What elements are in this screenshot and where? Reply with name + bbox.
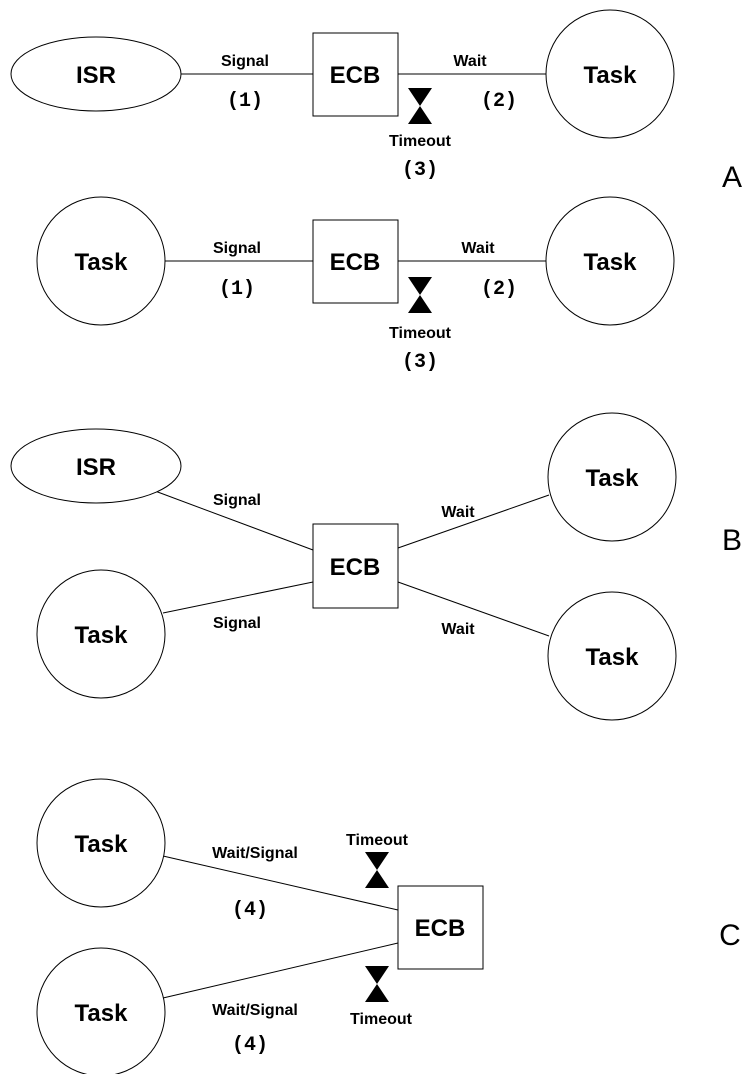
task-node-source-label: Task [75, 249, 129, 276]
timeout-step: (3) [402, 351, 438, 374]
task-node-top [36, 778, 166, 908]
hourglass-icon [408, 88, 432, 124]
ecb-node [397, 885, 484, 970]
task-node-right-top-label: Task [586, 465, 640, 492]
signal-label: Signal [213, 240, 261, 257]
task-node-top-label: Task [75, 831, 129, 858]
ecb-node [312, 523, 399, 609]
task-node-right-bottom [547, 591, 677, 721]
signal-top-label: Signal [213, 492, 261, 509]
section-c: Task Task ECB Wait/Signal (4) Wait/Signa… [36, 778, 741, 1074]
hourglass-bottom-icon [365, 966, 389, 1002]
task-node-bottom-label: Task [75, 1000, 129, 1027]
ecb-node [312, 219, 399, 304]
wait-signal-bottom-label: Wait/Signal [212, 1002, 298, 1019]
wait-signal-bottom-edge [162, 942, 399, 999]
section-a-row2: Task ECB Task Signal (1) Wait (2) Timeou… [36, 196, 675, 374]
ecb-node-label: ECB [330, 554, 381, 581]
signal-label: Signal [221, 53, 269, 70]
wait-step: (2) [481, 90, 517, 113]
section-c-label: C [719, 919, 741, 952]
isr-signal-edge [154, 490, 314, 551]
isr-node-label: ISR [76, 62, 116, 89]
section-b-label: B [722, 524, 742, 557]
wait-label: Wait [453, 53, 487, 70]
section-b: ISR Task ECB Task Task Signal Signal Wai… [10, 412, 742, 721]
task-signal-edge [162, 581, 314, 614]
section-a-row1: ISR ECB Task Signal (1) Wait (2) Timeout… [10, 9, 675, 182]
wait-signal-top-edge [162, 855, 399, 911]
signal-step: (1) [227, 90, 263, 113]
wait-bottom-edge [397, 581, 550, 637]
isr-node [10, 428, 182, 504]
signal-step: (1) [219, 278, 255, 301]
wait-bottom-label: Wait [441, 621, 475, 638]
ecb-node [312, 32, 399, 117]
ecb-node-label: ECB [415, 915, 466, 942]
task-node-right-top [547, 412, 677, 542]
isr-node-label: ISR [76, 454, 116, 481]
hourglass-top-icon [365, 852, 389, 888]
timeout-top-label: Timeout [346, 832, 409, 849]
task-node-target [545, 196, 675, 326]
wait-top-label: Wait [441, 504, 475, 521]
signal-bottom-label: Signal [213, 615, 261, 632]
ecb-node-label: ECB [330, 62, 381, 89]
task-node [545, 9, 675, 139]
ecb-node-label: ECB [330, 249, 381, 276]
hourglass-icon [408, 277, 432, 313]
section-a-label: A [722, 161, 742, 194]
timeout-step: (3) [402, 159, 438, 182]
section-a: ISR ECB Task Signal (1) Wait (2) Timeout… [10, 9, 742, 374]
wait-signal-top-step: (4) [232, 899, 268, 922]
task-node-label: Task [584, 62, 638, 89]
timeout-bottom-label: Timeout [350, 1011, 413, 1028]
wait-signal-top-label: Wait/Signal [212, 845, 298, 862]
task-node-left [36, 569, 166, 699]
wait-top-edge [397, 494, 550, 549]
isr-node [10, 36, 182, 112]
task-node-right-bottom-label: Task [586, 644, 640, 671]
wait-signal-bottom-step: (4) [232, 1034, 268, 1057]
task-node-bottom [36, 947, 166, 1074]
task-node-source [36, 196, 166, 326]
timeout-label: Timeout [389, 133, 452, 150]
task-node-left-label: Task [75, 622, 129, 649]
wait-label: Wait [461, 240, 495, 257]
timeout-label: Timeout [389, 325, 452, 342]
wait-step: (2) [481, 278, 517, 301]
task-node-target-label: Task [584, 249, 638, 276]
